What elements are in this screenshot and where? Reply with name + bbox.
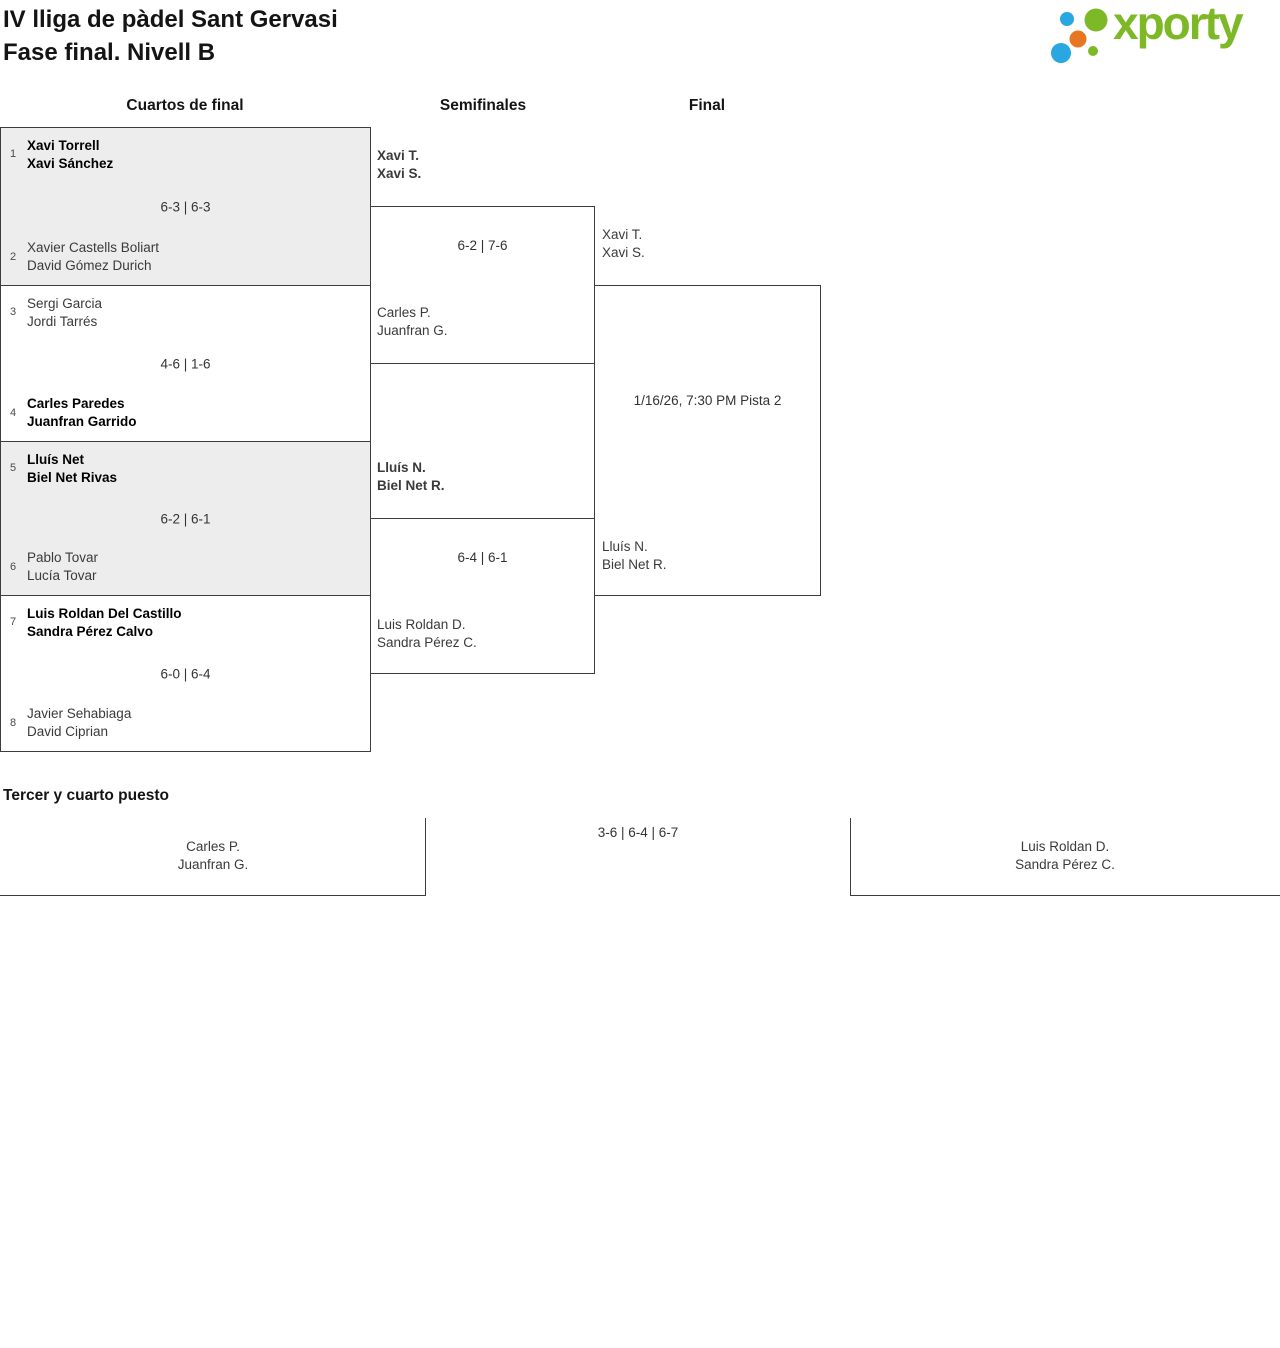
team-entry: Luis Roldan D. Sandra Pérez C. — [850, 838, 1280, 874]
player-name: David Ciprian — [27, 724, 109, 739]
team-entry: Lluís Net Biel Net Rivas — [27, 451, 117, 487]
page-title-line1: IV lliga de pàdel Sant Gervasi — [3, 6, 338, 33]
player-name: Carles P. — [186, 839, 240, 854]
player-name: Luis Roldan Del Castillo — [27, 606, 182, 621]
player-name: Lluís Net — [27, 452, 85, 467]
player-name: Luis Roldan D. — [377, 617, 466, 632]
semifinal-match-1-box — [370, 206, 595, 364]
team-entry: Luis Roldan D. Sandra Pérez C. — [377, 616, 477, 652]
match-score: 6-3 | 6-3 — [160, 199, 211, 214]
team-entry: Javier Sehabiaga David Ciprian — [27, 705, 131, 741]
small-blue-dot — [1060, 12, 1074, 26]
round-header-final: Final — [688, 97, 726, 114]
quarterfinal-match-1: 1 Xavi Torrell Xavi Sánchez 6-3 | 6-3 2 … — [0, 127, 371, 286]
player-name: Luis Roldan D. — [1020, 839, 1110, 854]
final-match-box — [594, 285, 821, 596]
player-name: Sergi Garcia — [27, 296, 103, 311]
team-entry: Xavier Castells Boliart David Gómez Duri… — [27, 239, 159, 275]
match-score: 6-2 | 7-6 — [457, 238, 508, 253]
page-title-line2: Fase final. Nivell B — [3, 39, 216, 66]
xporty-wordmark: xporty — [1113, 0, 1244, 49]
player-name: Xavi Torrell — [27, 138, 100, 153]
round-header-semifinals: Semifinales — [439, 97, 527, 114]
team-entry: Carles P. Juanfran G. — [0, 838, 426, 874]
team-entry: Xavi Torrell Xavi Sánchez — [27, 137, 113, 173]
player-name: Juanfran G. — [377, 323, 448, 338]
player-name: Xavier Castells Boliart — [27, 240, 160, 255]
player-name: Sandra Pérez C. — [377, 635, 477, 650]
match-score: 3-6 | 6-4 | 6-7 — [597, 825, 679, 840]
player-name: Lluís N. — [602, 539, 648, 554]
large-blue-dot — [1051, 43, 1071, 63]
seed-number: 2 — [9, 251, 17, 263]
third-place-heading: Tercer y cuarto puesto — [3, 787, 169, 804]
player-name: Lucía Tovar — [27, 568, 97, 583]
team-entry: Lluís N. Biel Net R. — [602, 538, 667, 574]
team-entry: Lluís N. Biel Net R. — [377, 459, 445, 495]
team-entry: Pablo Tovar Lucía Tovar — [27, 549, 98, 585]
round-header-quarterfinals: Cuartos de final — [126, 97, 244, 114]
quarterfinal-match-4: 7 Luis Roldan Del Castillo Sandra Pérez … — [0, 595, 371, 752]
player-name: Sandra Pérez C. — [1015, 857, 1115, 872]
large-green-dot — [1084, 8, 1108, 32]
player-name: Javier Sehabiaga — [27, 706, 132, 721]
xporty-logo-dots-icon — [1051, 8, 1108, 63]
player-name: David Gómez Durich — [27, 258, 152, 273]
match-score: 6-4 | 6-1 — [457, 550, 508, 565]
player-name: Lluís N. — [377, 460, 426, 475]
final-match-schedule: 1/16/26, 7:30 PM Pista 2 — [633, 393, 782, 408]
team-entry: Carles Paredes Juanfran Garrido — [27, 395, 137, 431]
third-place-right-box — [850, 818, 1280, 896]
player-name: Carles P. — [377, 305, 431, 320]
player-name: Xavi S. — [602, 245, 645, 260]
team-entry: Luis Roldan Del Castillo Sandra Pérez Ca… — [27, 605, 182, 641]
player-name: Xavi Sánchez — [27, 156, 114, 171]
seed-number: 1 — [9, 148, 17, 160]
player-name: Sandra Pérez Calvo — [27, 624, 154, 639]
orange-dot — [1069, 30, 1087, 48]
player-name: Juanfran Garrido — [27, 414, 137, 429]
player-name: Carles Paredes — [27, 396, 125, 411]
third-place-left-box — [0, 818, 426, 896]
player-name: Biel Net R. — [602, 557, 667, 572]
seed-number: 6 — [9, 561, 17, 573]
team-entry: Carles P. Juanfran G. — [377, 304, 448, 340]
small-green-dot — [1088, 46, 1098, 56]
team-entry: Xavi T. Xavi S. — [602, 226, 645, 262]
match-score: 4-6 | 1-6 — [160, 356, 211, 371]
team-entry: Xavi T. Xavi S. — [377, 147, 421, 183]
player-name: Biel Net Rivas — [27, 470, 118, 485]
team-entry: Sergi Garcia Jordi Tarrés — [27, 295, 102, 331]
semifinal-match-2-box — [370, 518, 595, 674]
player-name: Jordi Tarrés — [27, 314, 98, 329]
match-score: 6-2 | 6-1 — [160, 511, 211, 526]
page-title: IV lliga de pàdel Sant Gervasi Fase fina… — [3, 3, 338, 69]
player-name: Pablo Tovar — [27, 550, 99, 565]
player-name: Biel Net R. — [377, 478, 445, 493]
player-name: Xavi T. — [602, 227, 643, 242]
seed-number: 3 — [9, 306, 17, 318]
player-name: Xavi S. — [377, 166, 422, 181]
xporty-logo[interactable]: xporty — [1045, 0, 1280, 72]
quarterfinal-match-2: 3 Sergi Garcia Jordi Tarrés 4-6 | 1-6 4 … — [0, 285, 371, 442]
match-score: 6-0 | 6-4 — [160, 666, 211, 681]
seed-number: 7 — [9, 616, 17, 628]
player-name: Juanfran G. — [177, 857, 249, 872]
seed-number: 4 — [9, 407, 17, 419]
player-name: Xavi T. — [377, 148, 420, 163]
seed-number: 5 — [9, 462, 17, 474]
seed-number: 8 — [9, 717, 17, 729]
quarterfinal-match-3: 5 Lluís Net Biel Net Rivas 6-2 | 6-1 6 P… — [0, 441, 371, 596]
